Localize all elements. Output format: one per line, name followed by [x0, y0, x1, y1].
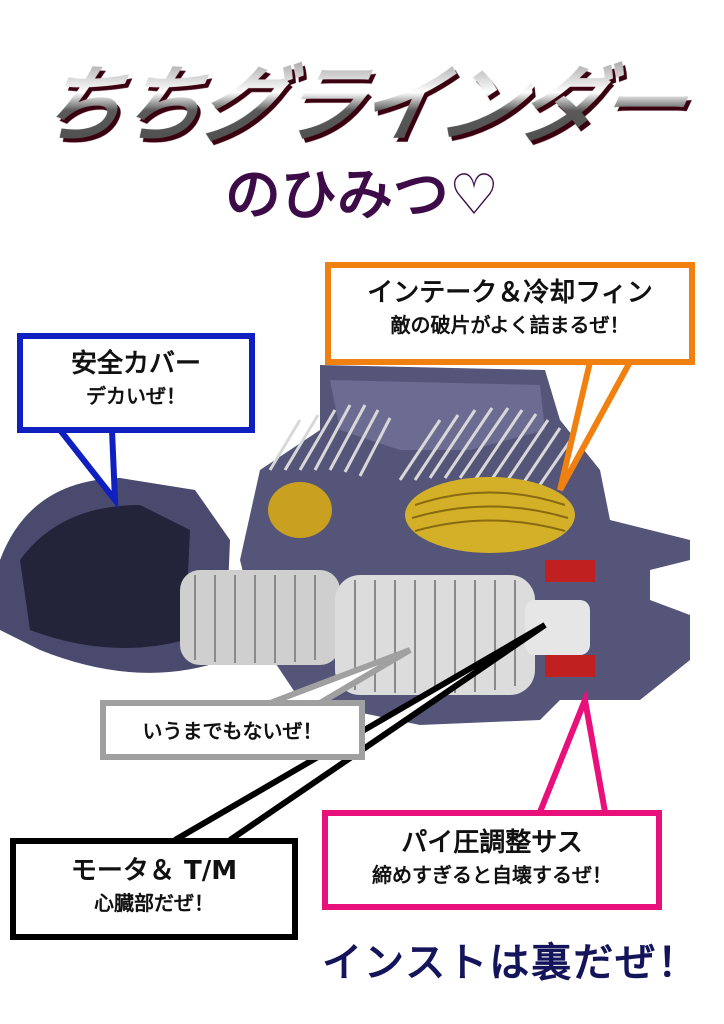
- callout-heading: 安全カバー: [70, 349, 201, 379]
- poster-subtitle: のひみつ♡: [224, 163, 500, 228]
- callout-heading: インテーク＆冷却フィン: [367, 278, 653, 308]
- callout-note: 心臓部だぜ！: [94, 891, 214, 915]
- callout-suspension: パイ圧調整サス 締めすぎると自壊するぜ！: [322, 810, 662, 910]
- callout-intake-fins: インテーク＆冷却フィン 敵の破片がよく詰まるぜ！: [325, 262, 695, 365]
- callout-heading: モータ＆ T/M: [70, 856, 238, 886]
- spring-top: [545, 560, 595, 582]
- callout-note: 敵の破片がよく詰まるぜ！: [390, 313, 630, 337]
- callout-note: いうまでもないぜ！: [142, 719, 323, 743]
- grinder-drum-left: [180, 570, 340, 665]
- callout-safety-cover: 安全カバー デカいぜ！: [17, 333, 255, 433]
- cooling-fins: [268, 404, 574, 493]
- callout-grinder: いうまでもないぜ！: [100, 700, 365, 760]
- callout-motor: モータ＆ T/M 心臓部だぜ！: [10, 838, 298, 940]
- callout-heading: パイ圧調整サス: [401, 828, 583, 858]
- callout-note: 締めすぎると自壊するぜ！: [372, 863, 612, 887]
- footer-text: インストは裏だぜ！: [322, 940, 700, 986]
- spring-bottom: [545, 655, 595, 677]
- motor-shaft: [525, 600, 590, 655]
- intake-left: [268, 482, 332, 538]
- callout-note: デカいぜ！: [86, 384, 186, 408]
